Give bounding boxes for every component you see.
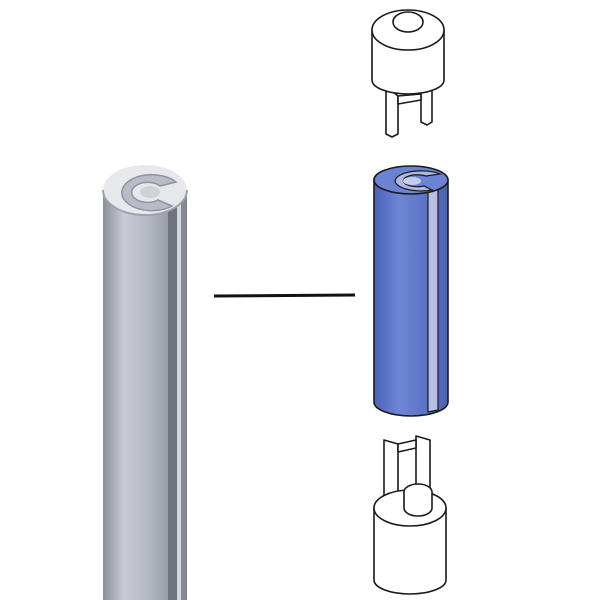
rod-top-spiral [121,173,178,212]
sleeve-top-spiral [394,170,443,192]
top-cap-leg-left [385,85,399,138]
connector-line [213,293,356,298]
sleeve-slit [427,187,439,413]
top-end-cap [371,9,445,138]
sleeve-top-core [403,177,421,185]
rod-slot-highlight [177,198,181,600]
bottom-cap-boss-side [403,492,433,517]
rod-top-rim [102,189,188,216]
bottom-cap-body [373,507,447,595]
bottom-cap-leg-bridge [397,439,417,453]
split-sleeve [373,165,449,417]
top-cap-boss [392,11,424,33]
rod-slot [168,198,177,600]
rod-top-core [140,186,160,198]
bottom-end-cap [373,435,447,595]
top-cap-leg-inner [397,93,422,105]
rod-body [103,192,187,600]
extruded-rod [102,165,188,600]
